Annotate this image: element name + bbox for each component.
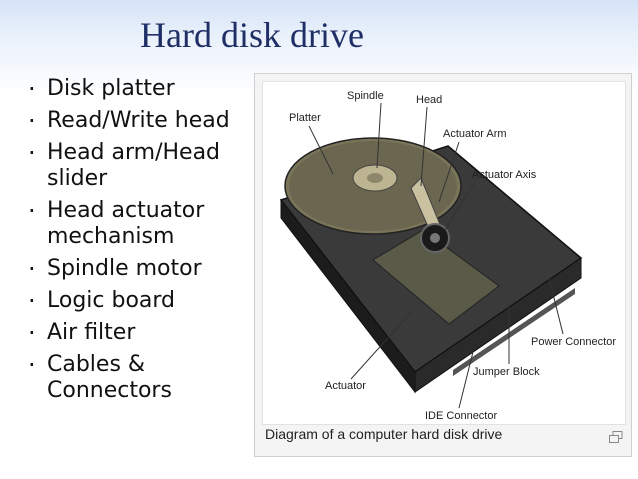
actuator-sector: [372, 229, 500, 325]
leader-spindle: [376, 102, 382, 169]
actuator-axis-center: [430, 233, 440, 243]
hdd-diagram-svg: Spindle Head Platter Actuator Arm Actuat…: [279, 90, 616, 422]
label-head: Head: [416, 94, 442, 106]
bullet-item: Head actuator mechanism: [28, 198, 256, 250]
bullet-item: Spindle motor: [28, 256, 256, 282]
bullet-item: Disk platter: [28, 76, 256, 102]
label-power-connector: Power Connector: [531, 336, 616, 348]
leader-power-connector: [548, 277, 564, 335]
figure-caption: Diagram of a computer hard disk drive: [265, 426, 503, 442]
bullet-item: Read/Write head: [28, 108, 256, 134]
leader-ide-connector: [458, 351, 474, 409]
ide-connector-strip: [453, 288, 575, 376]
hdd-diagram: Spindle Head Platter Actuator Arm Actuat…: [262, 81, 626, 425]
bullet-list: Disk platter Read/Write head Head arm/He…: [28, 76, 256, 410]
label-actuator: Actuator: [325, 380, 366, 392]
bullet-item: Cables & Connectors: [28, 352, 256, 404]
label-ide-connector: IDE Connector: [425, 410, 497, 422]
leader-lines: [308, 102, 564, 409]
leader-head: [420, 106, 428, 187]
label-actuator-axis: Actuator Axis: [472, 169, 537, 181]
bullet-item: Air filter: [28, 320, 256, 346]
label-actuator-arm: Actuator Arm: [443, 128, 507, 140]
spindle-center: [367, 173, 383, 183]
enlarge-icon[interactable]: [609, 428, 623, 447]
leader-actuator-axis: [444, 181, 476, 231]
label-jumper-block: Jumper Block: [473, 366, 540, 378]
leader-actuator: [350, 309, 414, 380]
drive-base-front-side: [414, 257, 582, 393]
label-platter: Platter: [289, 112, 321, 124]
bullet-item: Head arm/Head slider: [28, 140, 256, 192]
bullet-item: Logic board: [28, 288, 256, 314]
leader-actuator-arm: [438, 141, 460, 203]
leader-platter: [308, 125, 334, 175]
slide-title: Hard disk drive: [140, 15, 364, 55]
label-spindle: Spindle: [347, 90, 384, 102]
figure-box: Spindle Head Platter Actuator Arm Actuat…: [254, 73, 632, 457]
